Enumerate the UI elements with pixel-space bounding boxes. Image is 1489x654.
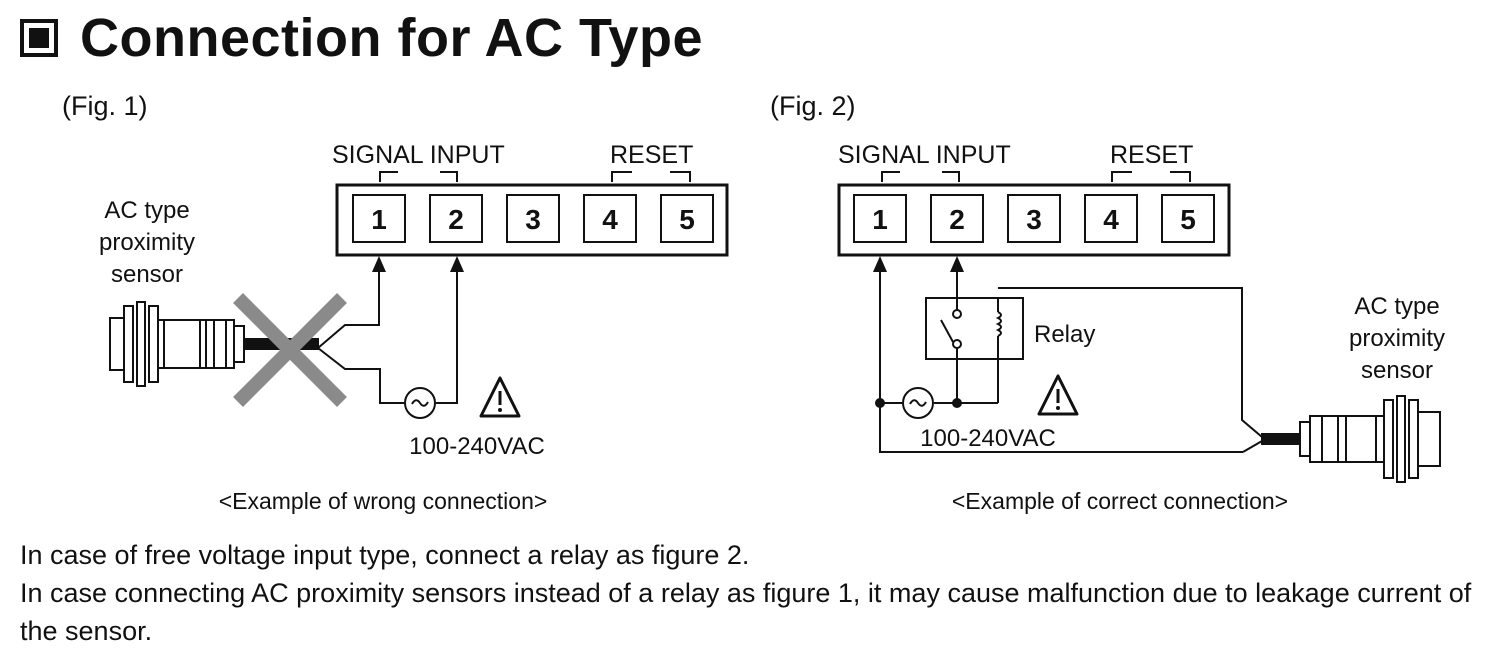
fig1-terminal-box (583, 194, 637, 243)
fig1-voltage-label: 100-240VAC (409, 433, 545, 460)
fig2-label: (Fig. 2) (770, 91, 856, 121)
fig2-terminal-number: 4 (1103, 204, 1119, 235)
fig2-voltage-label: 100-240VAC (920, 425, 1056, 452)
fig1-terminal-number: 1 (371, 204, 387, 235)
fig1-terminal-number: 3 (525, 204, 541, 235)
fig2-terminal-number: 5 (1180, 204, 1196, 235)
fig2-terminal-box (853, 194, 907, 243)
fig1-terminal-block (335, 183, 729, 257)
warning-icon (479, 376, 521, 418)
fig1-proximity-sensor-icon (109, 301, 319, 387)
fig1-terminal-box (352, 194, 406, 243)
fig1-terminal-box (429, 194, 483, 243)
fig1-arrow-2-icon (450, 256, 464, 272)
page-title: Connection for AC Type (20, 2, 703, 74)
fig2-terminal-number: 3 (1026, 204, 1042, 235)
fig1-arrow-1-icon (372, 256, 386, 272)
fig2-sensor-label-line: sensor (1361, 357, 1433, 384)
relay-coil-icon (995, 298, 1002, 403)
note-line: In case connecting AC proximity sensors … (20, 578, 1472, 646)
fig1-terminal-number: 4 (602, 204, 618, 235)
fig2-terminal-box (1084, 194, 1138, 243)
fig1-reset-label: RESET (610, 141, 693, 169)
fig1-wire-to-2 (436, 272, 458, 404)
fig2-relay-label: Relay (1034, 321, 1095, 348)
fig1-terminal-number: 2 (448, 204, 464, 235)
fig2-terminal-box (1161, 194, 1215, 243)
fig1-sensor-label-line: sensor (111, 261, 183, 288)
ac-source-icon (902, 387, 934, 419)
fig1-label: (Fig. 1) (62, 91, 148, 121)
relay-icon (925, 297, 1024, 360)
page-title-text: Connection for AC Type (80, 8, 703, 68)
fig2-terminals: 1 2 3 4 5 (853, 194, 1215, 243)
fig1-sensor-label-line: proximity (99, 229, 195, 256)
fig1-reset-bracket (611, 171, 691, 182)
notes: In case of free voltage input type, conn… (20, 536, 1480, 650)
fig2-terminal-box (930, 194, 984, 243)
fig2-terminal-block (837, 183, 1231, 257)
square-bullet-icon (20, 19, 58, 57)
fig2-terminal-number: 1 (872, 204, 888, 235)
fig2-junction-dot (875, 398, 885, 408)
fig2-junction-dot (952, 398, 962, 408)
fig2-wire-common (879, 272, 1243, 453)
figure-1: (Fig. 1) SIGNAL INPUT RESET 1 2 3 4 5 (62, 91, 729, 514)
fig1-terminal-number: 5 (679, 204, 695, 235)
fig1-sensor-label-line: AC type (104, 197, 189, 224)
relay-contact-icon (940, 272, 962, 403)
fig1-terminals: 1 2 3 4 5 (352, 194, 714, 243)
fig2-wire-sensor-return (1242, 440, 1263, 453)
fig1-terminal-box (660, 194, 714, 243)
fig1-terminal-box (506, 194, 560, 243)
fig2-reset-label: RESET (1110, 141, 1193, 169)
fig2-proximity-sensor-icon (1261, 395, 1441, 483)
fig1-wire-to-source (317, 347, 404, 404)
fig2-signal-bracket (881, 171, 960, 182)
fig2-sensor-label-line: AC type (1354, 293, 1439, 320)
fig2-wire-coil-to-sensor (998, 287, 1263, 438)
fig2-terminal-box (1007, 194, 1061, 243)
wiring-diagram: (Fig. 1) SIGNAL INPUT RESET 1 2 3 4 5 (62, 91, 1445, 514)
warning-icon (1037, 374, 1079, 416)
fig1-signal-input-label: SIGNAL INPUT (332, 141, 505, 169)
fig2-sensor-label-line: proximity (1349, 325, 1445, 352)
fig1-caption: <Example of wrong connection> (219, 488, 548, 514)
fig1-signal-bracket (379, 171, 458, 182)
wrong-cross-icon (233, 293, 347, 407)
fig2-terminal-number: 2 (949, 204, 965, 235)
fig2-arrow-1-icon (873, 256, 887, 272)
fig2-signal-input-label: SIGNAL INPUT (838, 141, 1011, 169)
figure-2: (Fig. 2) SIGNAL INPUT RESET 1 2 3 4 5 Re… (770, 91, 1445, 514)
fig2-caption: <Example of correct connection> (952, 488, 1288, 514)
ac-source-icon (404, 387, 436, 419)
fig2-reset-bracket (1111, 171, 1191, 182)
fig1-wire-to-1 (317, 272, 380, 349)
note-line: In case of free voltage input type, conn… (20, 540, 750, 570)
fig2-arrow-2-icon (950, 256, 964, 272)
